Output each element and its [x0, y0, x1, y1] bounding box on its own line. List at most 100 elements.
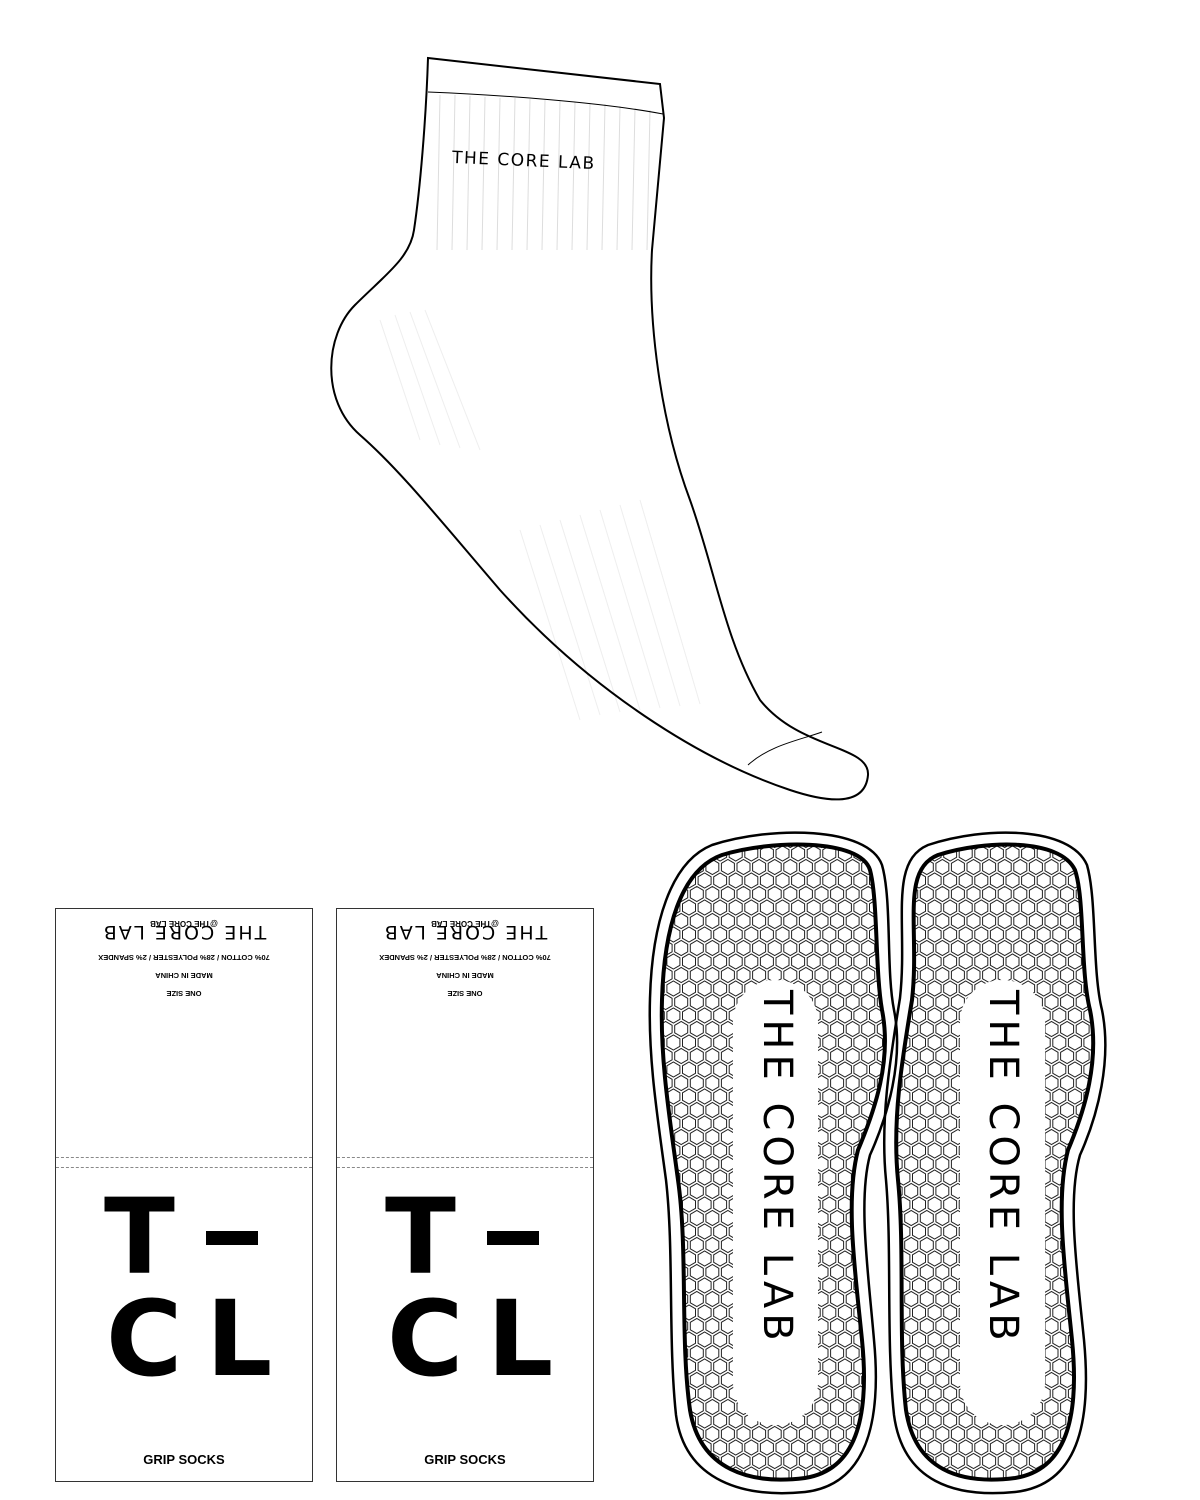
grip-hexagon — [674, 1047, 689, 1065]
grip-hexagon — [989, 899, 1004, 916]
grip-hexagon — [798, 939, 813, 957]
grip-hexagon — [982, 966, 997, 984]
grip-hexagon — [896, 1155, 903, 1173]
grip-hexagon — [744, 953, 759, 970]
grip-hexagon — [697, 872, 712, 889]
grip-hexagon — [666, 1007, 681, 1024]
logo-letter: T — [385, 1176, 456, 1298]
grip-hexagon — [644, 1481, 657, 1496]
grip-hexagon — [861, 993, 876, 1011]
grip-hexagon — [845, 1398, 860, 1416]
grip-hexagon — [1060, 1074, 1075, 1092]
grip-hexagon — [862, 1481, 875, 1496]
grip-hexagon — [822, 1196, 837, 1213]
grip-hexagon — [661, 1223, 665, 1240]
grip-hexagon — [1060, 1047, 1075, 1065]
grip-hexagon — [705, 1371, 720, 1389]
grip-hexagon — [896, 1142, 911, 1159]
grip-hexagon — [989, 872, 1004, 889]
grip-hexagon — [950, 858, 965, 876]
grip-hexagon — [1091, 1452, 1094, 1470]
grip-hexagon — [767, 858, 782, 876]
grip-hexagon — [1091, 1344, 1094, 1362]
grip-hexagon — [920, 1481, 933, 1496]
grip-hexagon — [720, 1128, 735, 1146]
grip-hexagon — [706, 1481, 719, 1496]
grip-hexagon — [1067, 1007, 1082, 1024]
grip-hexagon — [943, 872, 958, 889]
grip-hexagon — [884, 1466, 885, 1480]
grip-hexagon — [943, 1196, 958, 1213]
grip-hexagon — [927, 1061, 942, 1078]
grip-hexagon — [682, 1466, 696, 1480]
grip-hexagon — [896, 858, 903, 876]
grip-hexagon — [689, 1155, 704, 1173]
grip-hexagon — [927, 1034, 942, 1051]
grip-hexagon — [997, 844, 1012, 849]
grip-hexagon — [943, 1142, 958, 1159]
grip-hexagon — [837, 1196, 852, 1213]
grip-hexagon — [736, 939, 751, 957]
grip-hexagon — [861, 1452, 876, 1470]
grip-hexagon — [1013, 844, 1028, 849]
grip-hexagon — [845, 1101, 860, 1119]
grip-hexagon — [705, 1263, 720, 1281]
grip-hexagon — [896, 885, 903, 903]
grip-hexagon — [1067, 1088, 1082, 1105]
grip-hexagon — [1052, 980, 1067, 997]
grip-hexagon — [661, 845, 665, 862]
grip-hexagon — [904, 1236, 919, 1254]
grip-hexagon — [935, 1371, 950, 1389]
grip-hexagon — [666, 1250, 681, 1267]
grip-hexagon — [919, 1101, 934, 1119]
grip-hexagon — [689, 885, 704, 903]
grip-hexagon — [666, 953, 681, 970]
grip-hexagon — [713, 1034, 728, 1051]
grip-hexagon — [1052, 1277, 1067, 1294]
grip-hexagon — [927, 1196, 942, 1213]
grip-hexagon — [814, 966, 829, 984]
grip-hexagon — [837, 1061, 852, 1078]
grip-hexagon — [927, 1223, 942, 1240]
grip-hexagon — [830, 858, 845, 876]
logo-letter: C — [106, 1278, 183, 1400]
grip-hexagon — [720, 1155, 735, 1173]
grip-hexagon — [881, 1305, 894, 1320]
grip-hexagon — [1044, 1317, 1059, 1335]
grip-hexagon — [822, 1385, 837, 1402]
grip-hexagon — [845, 1074, 860, 1092]
grip-hexagon — [705, 1047, 720, 1065]
grip-hexagon — [943, 899, 958, 916]
grip-hexagon — [720, 1209, 735, 1227]
grip-hexagon — [1044, 1398, 1059, 1416]
grip-hexagon — [974, 899, 989, 916]
grip-hexagon — [881, 1413, 894, 1428]
grip-hexagon — [798, 885, 813, 903]
grip-hexagon — [752, 885, 767, 903]
grip-hexagon — [697, 1169, 712, 1186]
grip-hexagon — [682, 1088, 696, 1105]
grip-hexagon — [874, 1211, 887, 1226]
grip-hexagon — [689, 912, 704, 930]
grip-hexagon — [935, 1155, 950, 1173]
grip-hexagon — [644, 1319, 657, 1334]
grip-hexagon — [644, 1238, 657, 1253]
logo-letter: T — [104, 1176, 175, 1298]
grip-hexagon — [697, 1142, 712, 1159]
grip-hexagon — [798, 858, 813, 876]
grip-hexagon — [822, 1115, 837, 1132]
grip-hexagon — [713, 899, 728, 916]
grip-hexagon — [1083, 1466, 1094, 1480]
grip-hexagon — [659, 1481, 672, 1496]
grip-hexagon — [705, 1236, 720, 1254]
grip-hexagon — [713, 1304, 728, 1321]
grip-hexagon — [661, 1007, 665, 1024]
grip-hexagon — [689, 1047, 704, 1065]
tag-brand: THE CORE LAB — [382, 921, 548, 943]
grip-hexagon — [919, 1047, 934, 1065]
grip-hexagon — [791, 1439, 806, 1456]
grip-hexagon — [874, 1184, 887, 1199]
grip-hexagon — [1005, 899, 1020, 916]
grip-hexagon — [682, 1061, 696, 1078]
grip-hexagon — [767, 939, 782, 957]
